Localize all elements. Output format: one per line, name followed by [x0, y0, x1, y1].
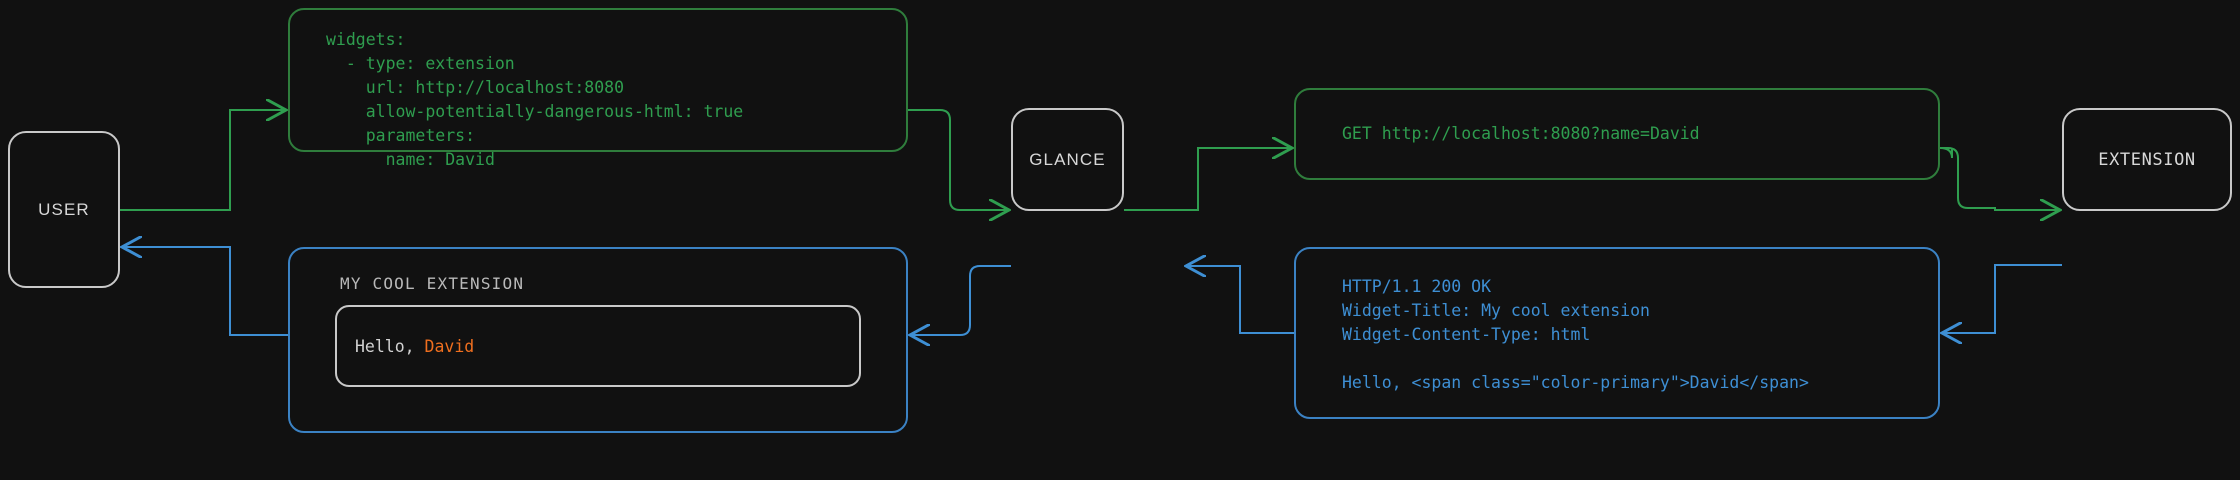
- http-request-text: GET http://localhost:8080?name=David: [1342, 124, 1700, 143]
- edge-extension-to-response: [1942, 264, 2062, 333]
- http-response-text: HTTP/1.1 200 OK Widget-Title: My cool ex…: [1342, 277, 1809, 392]
- widget-greeting-text: Hello, David: [355, 337, 474, 356]
- edge-config-to-glance: [908, 109, 1009, 210]
- edge-glance-to-request: [1124, 148, 1292, 211]
- widget-preview-title: MY COOL EXTENSION: [340, 274, 525, 293]
- panel-config-yaml: widgets: - type: extension url: http://l…: [288, 8, 908, 169]
- node-glance-label: GLANCE: [1029, 149, 1106, 169]
- node-user[interactable]: USER: [8, 131, 120, 288]
- node-extension-label: EXTENSION: [2098, 149, 2196, 170]
- widget-name-accent: David: [424, 336, 475, 356]
- edge-response-to-glance: [1186, 266, 1294, 334]
- node-user-label: USER: [38, 199, 90, 219]
- edge-glance-to-widget: [910, 265, 1011, 335]
- widget-preview-card: Hello, David: [335, 305, 861, 387]
- panel-http-request: GET http://localhost:8080?name=David: [1294, 88, 1940, 180]
- panel-http-response: HTTP/1.1 200 OK Widget-Title: My cool ex…: [1294, 247, 1940, 419]
- edge-widget-to-user: [122, 247, 288, 336]
- panel-widget-preview: MY COOL EXTENSION Hello, David: [288, 247, 908, 433]
- node-glance[interactable]: GLANCE: [1011, 108, 1124, 211]
- edge-user-to-config: [120, 110, 286, 211]
- config-yaml-text: widgets: - type: extension url: http://l…: [326, 30, 744, 169]
- node-extension[interactable]: EXTENSION: [2062, 108, 2232, 211]
- widget-greeting: Hello,: [355, 336, 425, 356]
- edge-request-to-extension: [1939, 147, 2060, 210]
- widget-preview-body: MY COOL EXTENSION Hello, David: [335, 274, 861, 409]
